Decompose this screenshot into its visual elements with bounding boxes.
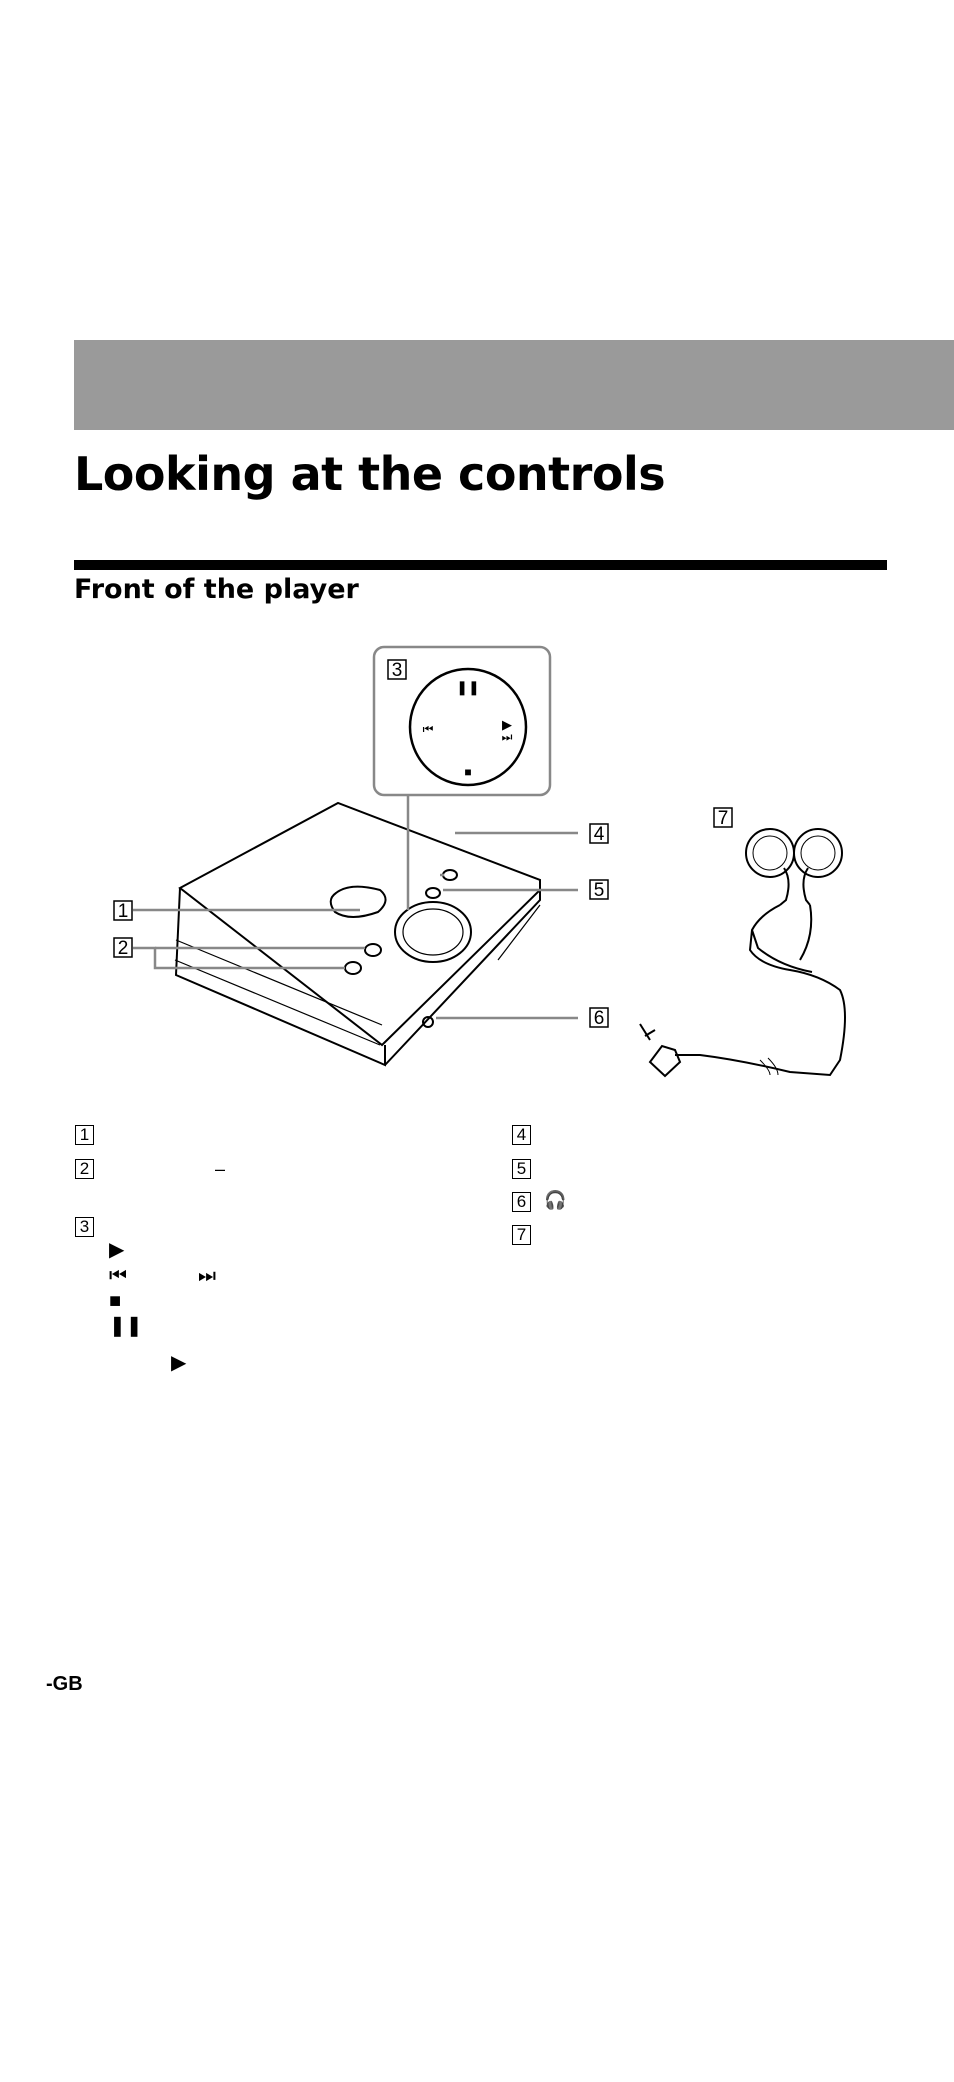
legend-text-2: – — [215, 1159, 226, 1179]
jog-dial — [394, 901, 472, 963]
legend-num-5: 5 — [512, 1159, 531, 1179]
header-band — [74, 340, 954, 430]
legend-num-2: 2 — [75, 1159, 94, 1179]
legend-play-icon: ▶ — [109, 1239, 125, 1261]
page-title: Looking at the controls — [74, 447, 666, 501]
earphones — [639, 828, 846, 1078]
pause-icon: ❚❚ — [456, 679, 479, 696]
legend-next-icon: ⏭ — [198, 1265, 216, 1287]
legend-num-7: 7 — [512, 1225, 531, 1245]
player-body-side — [174, 887, 386, 1067]
headphone-icon: 🎧 — [544, 1190, 567, 1210]
next-icon: ⏭ — [502, 730, 513, 744]
callout-6: 6 — [594, 1008, 605, 1029]
legend-trailing-play-icon: ▶ — [171, 1352, 187, 1374]
callout-7: 7 — [718, 808, 729, 829]
section-title: Front of the player — [74, 574, 359, 605]
section-rule — [74, 560, 887, 570]
legend-num-3: 3 — [75, 1217, 94, 1237]
stop-icon: ■ — [464, 765, 471, 779]
button-d — [425, 887, 441, 899]
button-a — [364, 943, 382, 957]
callout-2: 2 — [118, 938, 129, 959]
callout-3: 3 — [392, 660, 403, 681]
jog-detail-circle — [408, 667, 528, 787]
legend-num-6: 6 — [512, 1192, 531, 1212]
legend-num-1: 1 — [75, 1125, 94, 1145]
hold-switch — [329, 885, 387, 918]
button-b — [344, 961, 362, 975]
headphone-jack — [422, 1016, 434, 1028]
button-c — [442, 869, 458, 881]
legend-num-4: 4 — [512, 1125, 531, 1145]
legend-prev-icon: ⏮ — [109, 1265, 127, 1287]
legend-stop-icon: ■ — [109, 1290, 122, 1312]
callout-1: 1 — [118, 901, 129, 922]
jog-detail-frame — [372, 645, 552, 797]
play-icon: ▶ — [502, 717, 512, 732]
player-body-top — [178, 801, 541, 1047]
legend-pause-icon: ❚❚ — [109, 1315, 143, 1337]
prev-icon: ⏮ — [423, 722, 434, 736]
callout-5: 5 — [594, 880, 605, 901]
callout-4: 4 — [594, 824, 605, 845]
page-number: -GB — [46, 1673, 83, 1695]
